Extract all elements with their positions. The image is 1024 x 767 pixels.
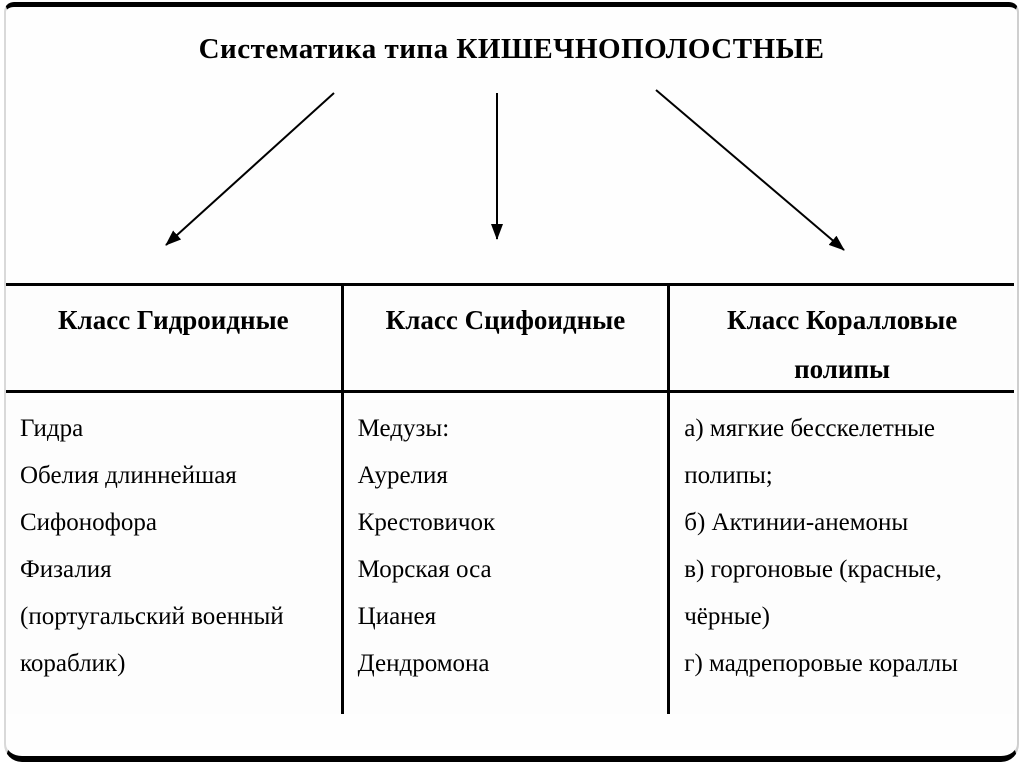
column-item-list: а) мягкие бесскелетные полипы; б) Актинии… (670, 393, 1014, 703)
list-item: Морская оса (357, 556, 492, 583)
column-header: Класс Гидроидные (6, 286, 341, 393)
diagram-title: Систематика типа КИШЕЧНОПОЛОСТНЫЕ (198, 33, 825, 65)
list-item: Цианея (357, 603, 437, 630)
list-item: Медузы: (357, 415, 450, 442)
list-item: а) мягкие бесскелетные полипы; (684, 415, 936, 489)
list-item: Физалия (20, 556, 112, 583)
arrow-down-right-icon (655, 89, 845, 251)
arrow-down-left-icon (165, 92, 335, 246)
list-item: (португальский военный кораблик) (20, 603, 284, 677)
column-header: Класс Коралловые полипы (670, 286, 1014, 393)
list-item: Крестовичок (357, 509, 496, 536)
connector-arrows (165, 89, 845, 251)
column-header: Класс Сцифоидные (343, 286, 668, 393)
list-item: Обелия длиннейшая (20, 462, 237, 489)
slide-frame: Систематика типа КИШЕЧНОПОЛОСТНЫЕ Класс … (4, 2, 1019, 762)
list-item: Сифонофора (20, 509, 157, 536)
list-item: Дендромона (357, 650, 490, 677)
list-item: Гидра (20, 415, 84, 442)
list-item: в) горгоновые (красные, чёрные) (684, 556, 942, 630)
list-item: б) Актинии-анемоны (684, 509, 909, 536)
column-coral-polyps: Класс Коралловые полипы а) мягкие бесске… (667, 286, 1014, 714)
list-item: г) мадрепоровые кораллы (684, 650, 958, 677)
list-item: Аурелия (357, 462, 448, 489)
